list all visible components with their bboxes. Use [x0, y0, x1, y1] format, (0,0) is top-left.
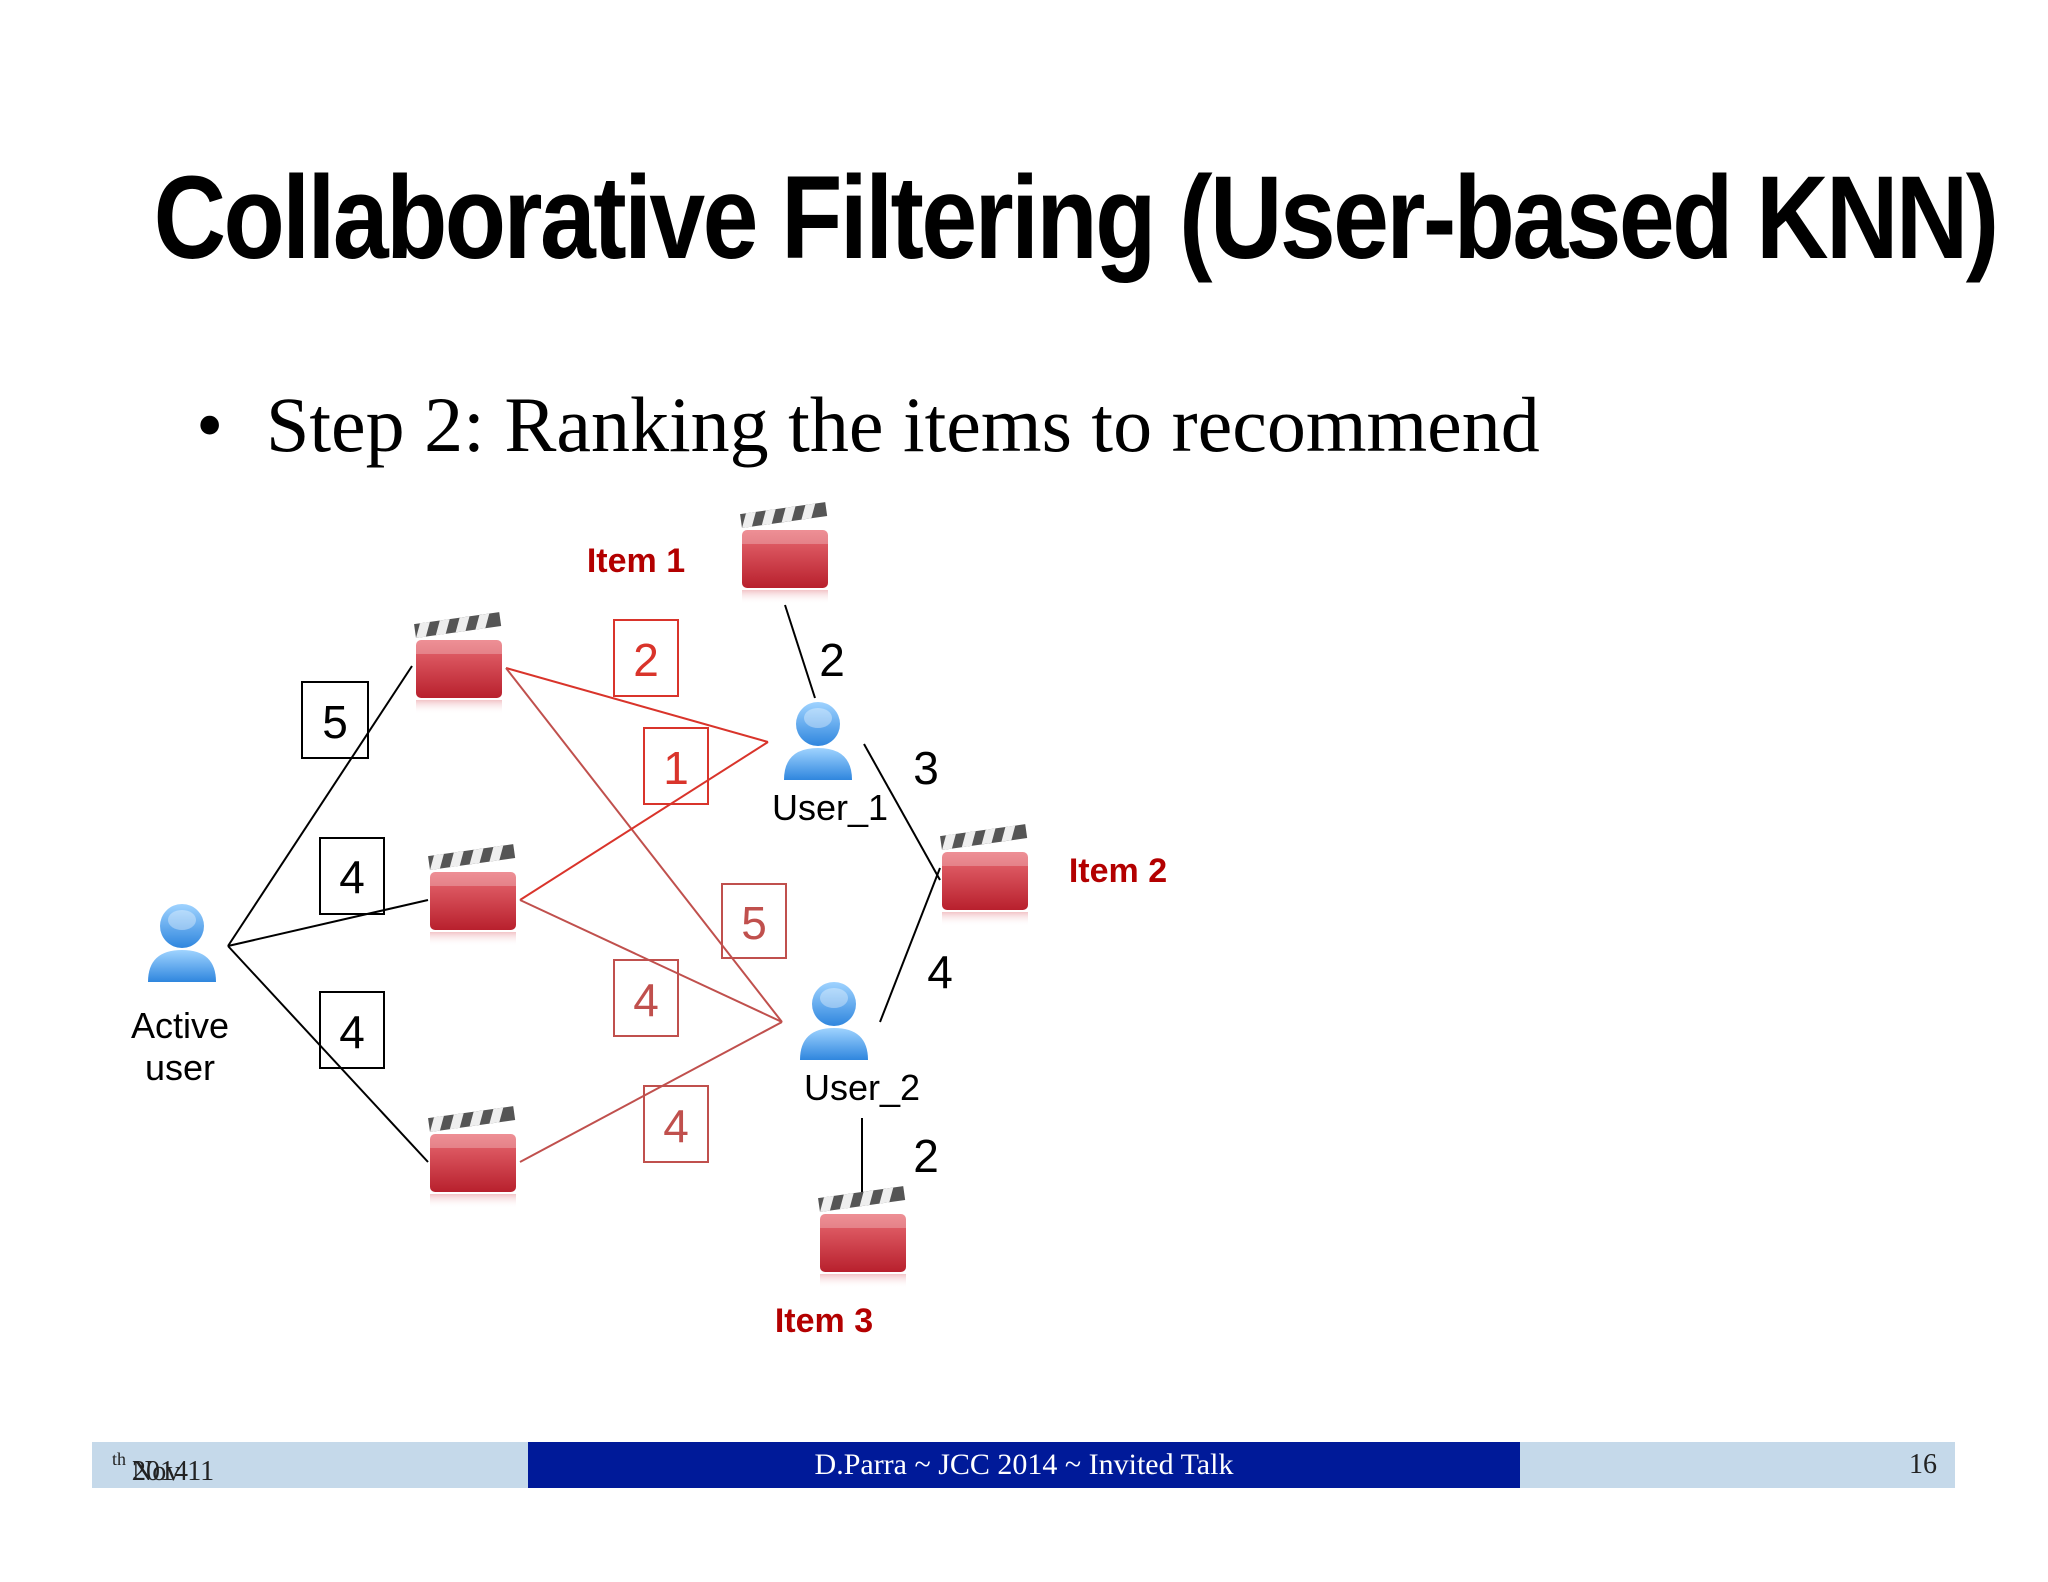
- movie-clapper-icon: [940, 824, 1028, 926]
- bullet-item: • Step 2: Ranking the items to recommend: [196, 380, 1540, 470]
- edge-rating-label: 2: [819, 634, 845, 686]
- neighbor-rating-label: 4: [663, 1100, 689, 1152]
- edge-rating-label: 2: [913, 1130, 939, 1182]
- item1-label: Item 1: [587, 542, 685, 580]
- active-user-label: user: [145, 1047, 215, 1088]
- edge-rating-label: 4: [927, 946, 953, 998]
- movie-clapper-icon: [428, 844, 516, 946]
- user1-label: User_1: [772, 787, 888, 828]
- active-user-label: Active: [131, 1005, 229, 1046]
- neighbor-rating-boxes: [613, 619, 787, 1163]
- neighbor-rating-label: 5: [741, 897, 767, 949]
- movie-clapper-icon: [414, 612, 502, 714]
- neighbor-rating-label: 4: [633, 974, 659, 1026]
- user1-icon: [784, 702, 852, 780]
- active-rating-label: 5: [322, 696, 348, 748]
- user2-label: User_2: [804, 1067, 920, 1108]
- movie-clapper-icon: [818, 1186, 906, 1288]
- footer-page-number: 16: [1909, 1449, 1937, 1480]
- item2-label: Item 2: [1069, 852, 1167, 890]
- active-rating-boxes: [301, 681, 385, 1069]
- neighbor-rating-label: 1: [663, 742, 689, 794]
- footer-date-main: Nov 11: [132, 1456, 215, 1487]
- bullet-dot-icon: •: [196, 381, 224, 468]
- movie-clapper-icon: [428, 1106, 516, 1208]
- neighbor-rating-label: 2: [633, 634, 659, 686]
- active-rating-label: 4: [339, 851, 365, 903]
- active-user-icon: [148, 904, 216, 982]
- user-item-edges: [784, 604, 941, 1194]
- active-user-edges: [227, 665, 429, 1163]
- edge-rating-label: 3: [913, 742, 939, 794]
- bullet-text: Step 2: Ranking the items to recommend: [266, 381, 1540, 468]
- footer-page-number-box: 16: [1520, 1442, 1955, 1488]
- footer-date-sup: th: [112, 1449, 127, 1469]
- slide-title: Collaborative Filtering (User-based KNN): [153, 152, 2000, 284]
- active-rating-label: 4: [339, 1006, 365, 1058]
- user2-icon: [800, 982, 868, 1060]
- item3-label: Item 3: [775, 1302, 873, 1340]
- movie-clapper-icon: [740, 502, 828, 604]
- footer-date-year: 2014: [132, 1456, 188, 1487]
- footer-center-text: D.Parra ~ JCC 2014 ~ Invited Talk: [528, 1442, 1520, 1488]
